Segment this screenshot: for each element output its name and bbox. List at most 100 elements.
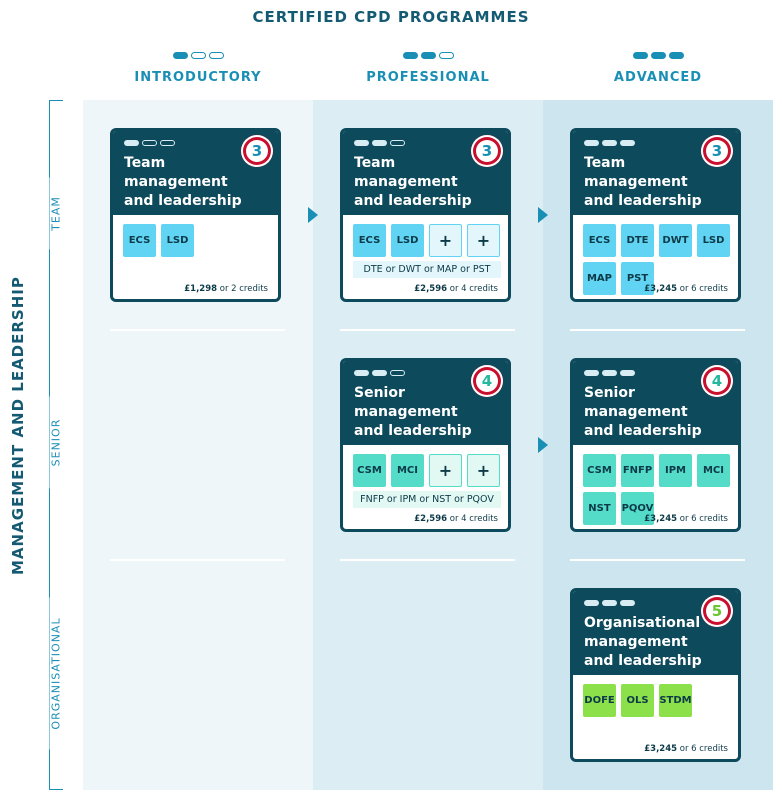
elective-slot: + (467, 224, 500, 257)
level-pill-filled (402, 52, 418, 59)
card-price: £2,596 or 4 credits (414, 514, 498, 524)
card-level-indicator (584, 140, 635, 146)
credit-level-badge: 3 (241, 135, 273, 167)
card-title: Team management and leadership (354, 155, 472, 209)
card-title: Team management and leadership (124, 155, 242, 209)
level-pill-empty (160, 140, 175, 146)
row-divider (570, 329, 745, 331)
level-pill-empty (390, 370, 405, 376)
card-header: Team management and leadership 3 (343, 131, 508, 215)
credit-level-badge: 4 (701, 365, 733, 397)
column-header-advanced: ADVANCED (543, 52, 773, 85)
elective-slot: + (429, 224, 462, 257)
module-chip: LSD (391, 224, 424, 257)
module-chip: ECS (353, 224, 386, 257)
module-chip: CSM (583, 454, 616, 487)
level-pill-filled (650, 52, 666, 59)
card-header: Team management and leadership 3 (113, 131, 278, 215)
progression-arrow-right (538, 437, 548, 453)
level-pill-filled (372, 370, 387, 376)
module-chip: PST (621, 262, 654, 295)
module-chip: OLS (621, 684, 654, 717)
credit-level-badge: 3 (471, 135, 503, 167)
level-pill-empty (142, 140, 157, 146)
level-pill-filled (172, 52, 188, 59)
module-chip: ECS (123, 224, 156, 257)
module-chip: PQOV (621, 492, 654, 525)
axis-cap-top (49, 100, 63, 101)
elective-options: FNFP or IPM or NST or PQOV (353, 491, 501, 508)
card-header: Organisational management and leadership… (573, 591, 738, 675)
level-pill-filled (632, 52, 648, 59)
axis-cap-bottom (49, 789, 63, 790)
level-pill-filled (354, 140, 369, 146)
level-pill-filled (354, 370, 369, 376)
card-title: Team management and leadership (584, 155, 702, 209)
row-divider (570, 559, 745, 561)
badge-number: 4 (476, 370, 498, 392)
badge-number: 3 (246, 140, 268, 162)
module-chip: IPM (659, 454, 692, 487)
card-header: Team management and leadership 3 (573, 131, 738, 215)
column-header-professional: PROFESSIONAL (313, 52, 543, 85)
card-price: £3,245 or 6 credits (644, 284, 728, 294)
row-divider (340, 329, 515, 331)
price-amount: £2,596 (414, 284, 448, 294)
level-pill-filled (668, 52, 684, 59)
column-header-introductory: INTRODUCTORY (83, 52, 313, 85)
price-credits: or 4 credits (447, 284, 498, 294)
card-header: Senior management and leadership 4 (573, 361, 738, 445)
progression-arrow-right (538, 207, 548, 223)
level-pill-filled (620, 370, 635, 376)
diagram-title: CERTIFIED CPD PROGRAMMES (252, 8, 530, 26)
elective-options: DTE or DWT or MAP or PST (353, 261, 501, 278)
programme-card-organisational-advanced[interactable]: Organisational management and leadership… (570, 588, 741, 762)
module-chip: ECS (583, 224, 616, 257)
module-chip: LSD (161, 224, 194, 257)
column-label: INTRODUCTORY (134, 70, 262, 85)
price-amount: £3,245 (644, 284, 678, 294)
elective-slot: + (467, 454, 500, 487)
module-chip: DOFE (583, 684, 616, 717)
level-pill-filled (372, 140, 387, 146)
module-chip: DWT (659, 224, 692, 257)
row-label-organisational: ORGANISATIONAL (49, 597, 63, 750)
card-level-indicator (584, 370, 635, 376)
level-pill-filled (124, 140, 139, 146)
level-pill-empty (190, 52, 206, 59)
module-chip: FNFP (621, 454, 654, 487)
axis-label-management-and-leadership: MANAGEMENT AND LEADERSHIP (9, 276, 27, 575)
card-level-indicator (354, 140, 405, 146)
badge-number: 5 (706, 600, 728, 622)
module-chip: DTE (621, 224, 654, 257)
price-credits: or 6 credits (677, 284, 728, 294)
level-pill-filled (620, 140, 635, 146)
price-amount: £3,245 (644, 744, 678, 754)
module-chip: CSM (353, 454, 386, 487)
module-chip: MCI (391, 454, 424, 487)
price-credits: or 4 credits (447, 514, 498, 524)
level-pill-filled (584, 600, 599, 606)
row-label-senior: SENIOR (49, 396, 63, 489)
badge-number: 4 (706, 370, 728, 392)
level-pill-filled (602, 370, 617, 376)
card-level-indicator (584, 600, 635, 606)
level-indicator (313, 52, 543, 62)
level-pill-filled (584, 370, 599, 376)
card-price: £2,596 or 4 credits (414, 284, 498, 294)
row-divider (340, 559, 515, 561)
credit-level-badge: 4 (471, 365, 503, 397)
price-amount: £2,596 (414, 514, 448, 524)
